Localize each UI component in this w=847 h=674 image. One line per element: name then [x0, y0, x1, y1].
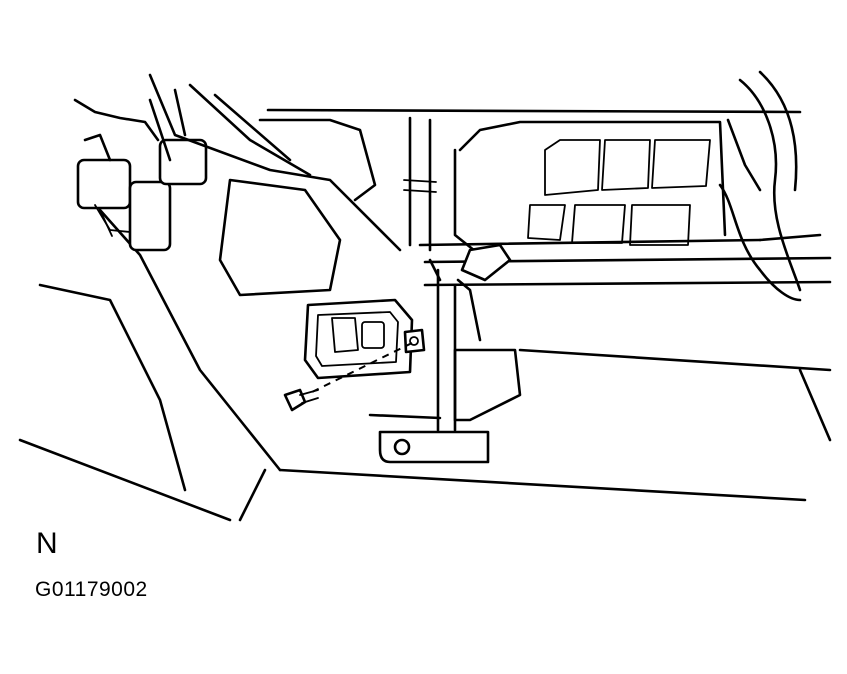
figure-code: G01179002	[35, 578, 148, 601]
heater-hose	[718, 70, 822, 302]
view-letter: N	[36, 527, 58, 560]
mounting-tab	[378, 430, 490, 464]
dash-crossmember	[148, 73, 802, 252]
control-module	[303, 298, 426, 380]
left-panel	[18, 98, 282, 522]
bracket-rod	[428, 243, 512, 432]
lower-panel	[278, 348, 832, 502]
wire-harness-connector	[76, 133, 208, 252]
air-duct	[218, 178, 342, 297]
bolt-assembly	[283, 342, 413, 412]
